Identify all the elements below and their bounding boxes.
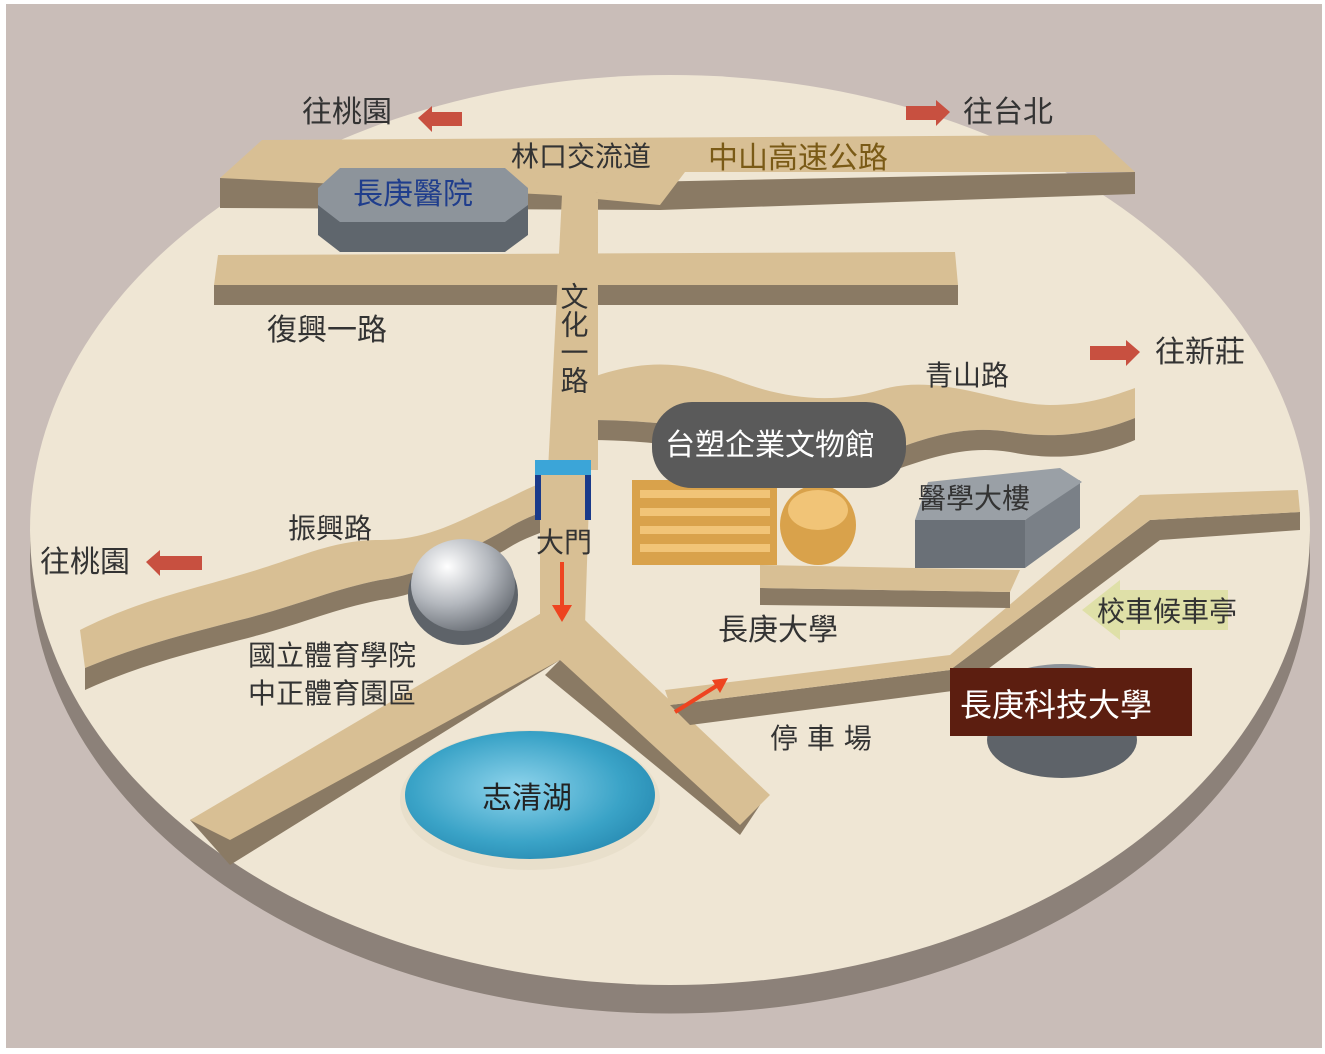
fuxing-road-label: 復興一路 xyxy=(267,313,387,348)
to-xinzhuang-arrow-icon xyxy=(1090,340,1140,366)
to-xinzhuang-label: 往新莊 xyxy=(1155,335,1245,370)
formosa-museum-label: 台塑企業文物館 xyxy=(665,428,875,463)
medical-building-label: 醫學大樓 xyxy=(918,482,1030,515)
bus-stop-label: 校車候車亭 xyxy=(1097,595,1237,628)
wenhua-road xyxy=(548,192,598,470)
gate-road xyxy=(540,470,590,625)
cgust-road-side xyxy=(670,512,1300,725)
chang-gung-hospital-label: 長庚醫院 xyxy=(353,177,473,212)
medical-building-front xyxy=(1025,480,1080,568)
entry-arrow-down-icon xyxy=(552,562,572,622)
to-taoyuan-left-arrow-icon xyxy=(146,550,202,576)
chang-gung-university-label: 長庚大學 xyxy=(718,613,838,648)
bus-stop-arrow-icon xyxy=(1082,580,1228,640)
to-taoyuan-top-label: 往桃園 xyxy=(302,95,392,130)
main-gate-label: 大門 xyxy=(536,526,592,559)
road-southeast xyxy=(560,610,770,825)
zhenxing-road-side xyxy=(85,505,565,690)
entry-arrow-up-right-icon xyxy=(673,678,728,714)
gate-post-right xyxy=(585,475,591,520)
to-taoyuan-left-label: 往桃園 xyxy=(40,545,130,580)
gate-post-left xyxy=(535,475,541,520)
zhenxing-road-label: 振興路 xyxy=(288,512,372,545)
hospital-building xyxy=(318,168,528,222)
sports-college-label-line1: 國立體育學院 xyxy=(248,639,416,672)
cgust-road xyxy=(665,490,1300,705)
museum-building xyxy=(632,480,856,565)
parking-label: 停 車 場 xyxy=(770,722,872,755)
medical-road-side xyxy=(760,588,1010,608)
to-taipei-label: 往台北 xyxy=(963,95,1053,130)
linkou-interchange-label: 林口交流道 xyxy=(511,140,651,173)
sports-college-label-line2: 中正體育園區 xyxy=(248,677,416,710)
medical-building xyxy=(915,468,1082,520)
wenhua-road-label: 文化一路 xyxy=(557,282,590,394)
museum-label-bg xyxy=(652,402,906,488)
cgust-label: 長庚科技大學 xyxy=(960,686,1152,724)
zhenxing-road xyxy=(80,478,565,668)
road-southwest xyxy=(190,605,590,840)
zhiqing-lake-label: 志清湖 xyxy=(482,781,572,816)
medical-building-side xyxy=(915,520,1025,568)
zhiqing-lake xyxy=(405,731,655,859)
main-gate-icon xyxy=(535,460,591,475)
to-taoyuan-top-arrow-icon xyxy=(418,106,462,132)
stadium-dome xyxy=(411,539,515,631)
medical-road xyxy=(760,565,1020,592)
to-taipei-arrow-icon xyxy=(906,100,950,126)
qingshan-road-label: 青山路 xyxy=(925,359,1009,392)
zhongshan-freeway-label: 中山高速公路 xyxy=(708,141,888,176)
cgust-label-bg xyxy=(950,668,1192,736)
